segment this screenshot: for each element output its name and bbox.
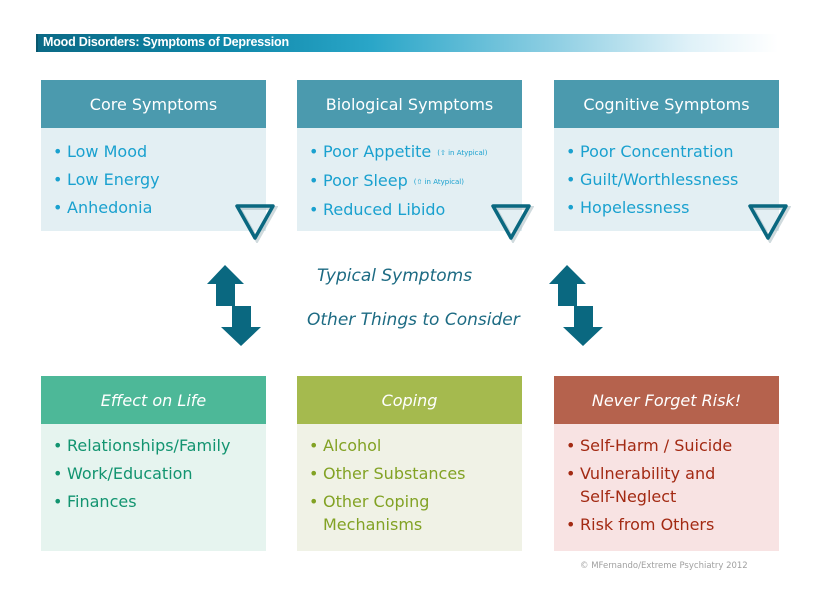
effect-on-life-body: Relationships/Family Work/Education Fina… bbox=[41, 424, 266, 551]
list-item: Guilt/Worthlessness bbox=[566, 166, 779, 194]
cognitive-symptoms-body: Poor Concentration Guilt/Worthlessness H… bbox=[554, 128, 791, 243]
list-item: Poor Concentration bbox=[566, 138, 779, 166]
list-item: Other Coping Mechanisms bbox=[309, 490, 463, 536]
list-item: Reduced Libido bbox=[309, 196, 522, 224]
core-symptoms-list: Low Mood Low Energy Anhedonia bbox=[53, 138, 266, 222]
triangle-down-icon bbox=[235, 204, 278, 243]
page-title: Mood Disorders: Symptoms of Depression bbox=[43, 35, 289, 49]
triangle-down-icon bbox=[748, 204, 791, 243]
title-bar: Mood Disorders: Symptoms of Depression bbox=[36, 34, 778, 52]
biological-symptoms-list: Poor Appetite(⇧ in Atypical) Poor Sleep(… bbox=[309, 138, 522, 224]
atypical-note: (⇧ in Atypical) bbox=[437, 149, 488, 157]
biological-symptoms-body: Poor Appetite(⇧ in Atypical) Poor Sleep(… bbox=[297, 128, 534, 243]
cognitive-symptoms-heading: Cognitive Symptoms bbox=[554, 80, 779, 128]
core-symptoms-heading: Core Symptoms bbox=[41, 80, 266, 128]
effect-on-life-box: Effect on Life Relationships/Family Work… bbox=[41, 376, 266, 551]
list-item: Low Mood bbox=[53, 138, 266, 166]
list-item: Vulnerability and Self-Neglect bbox=[566, 462, 750, 508]
up-down-arrows-icon bbox=[207, 265, 261, 346]
cognitive-symptoms-box: Cognitive Symptoms Poor Concentration Gu… bbox=[554, 80, 791, 243]
never-forget-risk-list: Self-Harm / Suicide Vulnerability and Se… bbox=[566, 434, 779, 536]
list-item: Low Energy bbox=[53, 166, 266, 194]
coping-box: Coping Alcohol Other Substances Other Co… bbox=[297, 376, 522, 551]
core-symptoms-body: Low Mood Low Energy Anhedonia bbox=[41, 128, 278, 243]
list-item: Self-Harm / Suicide bbox=[566, 434, 779, 457]
never-forget-risk-body: Self-Harm / Suicide Vulnerability and Se… bbox=[554, 424, 779, 551]
never-forget-risk-box: Never Forget Risk! Self-Harm / Suicide V… bbox=[554, 376, 779, 551]
list-item: Work/Education bbox=[53, 462, 266, 485]
coping-list: Alcohol Other Substances Other Coping Me… bbox=[309, 434, 522, 536]
coping-heading: Coping bbox=[297, 376, 522, 424]
atypical-note: (⇧ in Atypical) bbox=[413, 178, 464, 186]
list-item: Risk from Others bbox=[566, 513, 779, 536]
core-symptoms-box: Core Symptoms Low Mood Low Energy Anhedo… bbox=[41, 80, 278, 243]
other-things-label: Other Things to Consider bbox=[307, 310, 520, 330]
biological-symptoms-box: Biological Symptoms Poor Appetite(⇧ in A… bbox=[297, 80, 534, 243]
list-item: Hopelessness bbox=[566, 194, 779, 222]
list-item: Relationships/Family bbox=[53, 434, 266, 457]
effect-on-life-heading: Effect on Life bbox=[41, 376, 266, 424]
cognitive-symptoms-list: Poor Concentration Guilt/Worthlessness H… bbox=[566, 138, 779, 222]
up-down-arrows-icon bbox=[549, 265, 603, 346]
effect-on-life-list: Relationships/Family Work/Education Fina… bbox=[53, 434, 266, 513]
list-item: Finances bbox=[53, 490, 266, 513]
triangle-down-icon bbox=[491, 204, 534, 243]
typical-symptoms-label: Typical Symptoms bbox=[317, 266, 473, 286]
never-forget-risk-heading: Never Forget Risk! bbox=[554, 376, 779, 424]
list-item: Anhedonia bbox=[53, 194, 266, 222]
biological-symptoms-heading: Biological Symptoms bbox=[297, 80, 522, 128]
copyright-notice: © MFernando/Extreme Psychiatry 2012 bbox=[580, 561, 748, 571]
list-item: Poor Sleep(⇧ in Atypical) bbox=[309, 167, 522, 196]
coping-body: Alcohol Other Substances Other Coping Me… bbox=[297, 424, 522, 551]
list-item: Alcohol bbox=[309, 434, 522, 457]
list-item: Poor Appetite(⇧ in Atypical) bbox=[309, 138, 522, 167]
list-item: Other Substances bbox=[309, 462, 498, 485]
